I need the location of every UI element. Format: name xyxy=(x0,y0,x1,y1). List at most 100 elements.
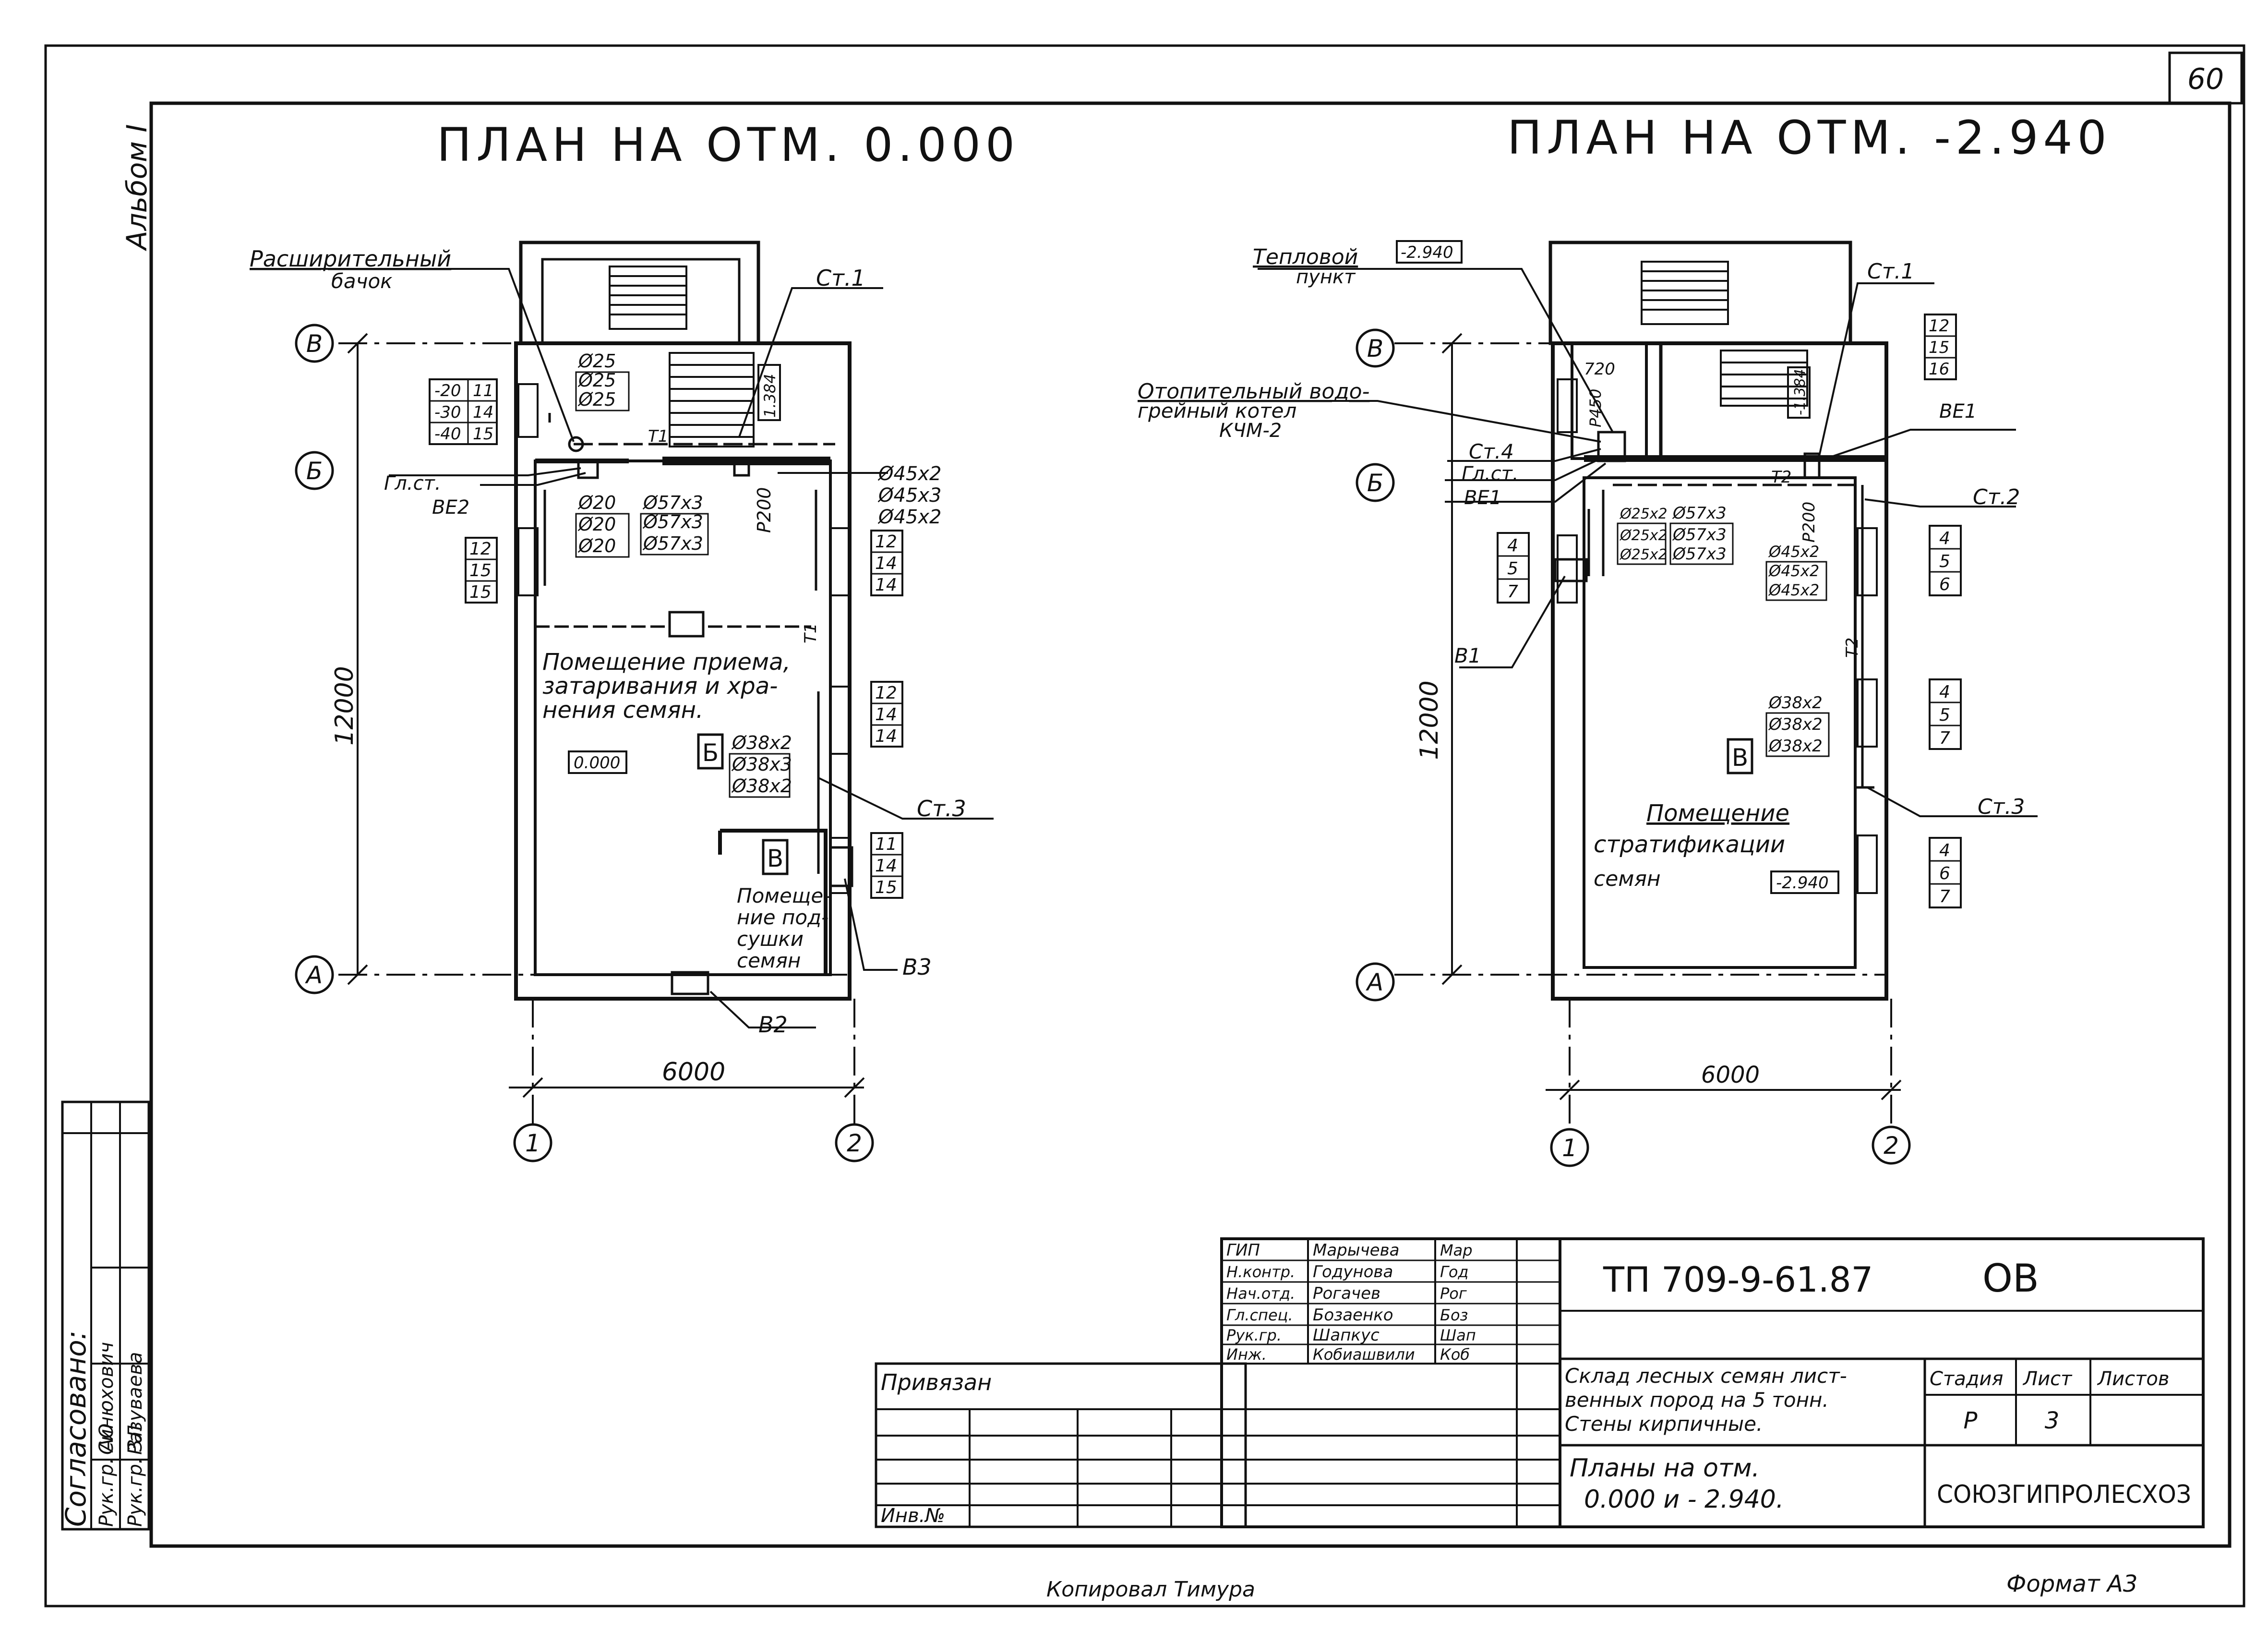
approval-title: Согласовано: xyxy=(60,1330,92,1527)
tb-role-2: Нач.отд. xyxy=(1226,1284,1295,1303)
r-r200: Р200 xyxy=(1800,502,1819,543)
approval-role-1: Рук.гр. АО xyxy=(96,1424,118,1527)
r-window-tag-top: 12 15 16 xyxy=(1924,314,1957,380)
r-stairs-lower xyxy=(1720,350,1808,407)
r-stair-room xyxy=(1659,341,1888,460)
r-window-tag-l: 4 5 7 xyxy=(1497,532,1530,604)
r-ve1-icon xyxy=(1803,452,1821,479)
left-window-tag-tl: -20 11 -30 14 -40 15 xyxy=(429,378,498,445)
r-window-tag-r1: 4 5 6 xyxy=(1929,525,1962,596)
left-cat-b-box-2 xyxy=(762,839,789,875)
svg-text:Ø20: Ø20 xyxy=(577,535,616,556)
left-tank-label-1: Расширительный xyxy=(250,246,451,272)
svg-text:5: 5 xyxy=(1939,705,1950,725)
svg-text:Ø25: Ø25 xyxy=(577,389,616,410)
r-axis-1: 1 xyxy=(1562,1134,1577,1162)
svg-text:Ø57x3: Ø57x3 xyxy=(1672,504,1727,523)
svg-text:12: 12 xyxy=(875,683,897,703)
tb-col-stage: Стадия xyxy=(1930,1368,2003,1390)
riser-1-icon xyxy=(733,459,750,477)
r-pipe-t2-b: Т2 xyxy=(1843,638,1862,658)
format-label: Формат А3 xyxy=(2006,1571,2137,1597)
svg-text:Ø38x2: Ø38x2 xyxy=(731,775,792,797)
svg-text:Ø57x3: Ø57x3 xyxy=(642,492,703,513)
svg-text:Ø25: Ø25 xyxy=(577,351,616,372)
approval-block: Согласовано: Рук.гр. АО Рук.гр. ЗЛ Синюх… xyxy=(60,1100,150,1531)
r-axis-bubbles xyxy=(1356,328,1911,1167)
r-pipes xyxy=(1587,484,1874,789)
r-pipe-group-c: Ø45x2 Ø45x2 Ø45x2 xyxy=(1765,543,1827,601)
tb-organization: СОЮЗГИПРОЛЕСХОЗ xyxy=(1937,1480,2191,1509)
left-window-tag-br: 11 14 15 xyxy=(870,832,903,899)
left-vent-v2: В2 xyxy=(758,1012,788,1038)
svg-text:15: 15 xyxy=(469,582,492,602)
svg-text:Ø57x3: Ø57x3 xyxy=(642,511,703,532)
left-pipe-t1-a: Т1 xyxy=(648,427,668,446)
left-pipes xyxy=(535,413,835,874)
svg-text:14: 14 xyxy=(875,856,897,876)
svg-text:Ø38x2: Ø38x2 xyxy=(731,732,792,753)
r-room-3: семян xyxy=(1594,867,1661,891)
left-pipe-group-lower-right: Ø57x3 Ø57x3 Ø57x3 xyxy=(640,492,709,556)
tb-sheet: 3 xyxy=(2045,1407,2060,1434)
r-axis-2: 2 xyxy=(1884,1132,1899,1160)
svg-text:Ø38x2: Ø38x2 xyxy=(1768,737,1823,756)
left-axes xyxy=(338,333,865,1126)
tb-code: ТП 709-9-61.87 xyxy=(1603,1259,1873,1300)
approval-role-2: Рук.гр. ЗЛ xyxy=(124,1425,146,1527)
tb-binding-label: Привязан xyxy=(881,1369,992,1395)
left-vent-v3: В3 xyxy=(902,954,932,980)
r-heat-point-1: Тепловой xyxy=(1253,245,1358,269)
r-v1: В1 xyxy=(1454,644,1481,667)
r-pipe-t2-a: Т2 xyxy=(1771,468,1791,487)
svg-text:Ø25: Ø25 xyxy=(577,370,616,391)
svg-text:12: 12 xyxy=(469,539,492,559)
svg-text:15: 15 xyxy=(1929,338,1949,357)
svg-text:15: 15 xyxy=(469,561,492,580)
svg-text:Ø45x2: Ø45x2 xyxy=(877,463,942,485)
tb-role-3: Гл.спец. xyxy=(1226,1306,1293,1324)
plan-right-title: ПЛАН НА ОТМ. -2.940 xyxy=(1507,111,2112,165)
left-level-stair-box xyxy=(757,364,781,421)
r-cat-b: В xyxy=(1732,744,1748,772)
svg-text:Ø20: Ø20 xyxy=(577,514,616,535)
svg-text:12: 12 xyxy=(875,532,897,552)
r-window-tag-r3: 4 6 7 xyxy=(1929,837,1962,908)
page-number: 60 xyxy=(2187,62,2224,96)
left-pipe-group-right: Ø45x2 Ø45x3 Ø45x2 xyxy=(877,463,942,528)
svg-text:4: 4 xyxy=(1939,682,1950,702)
left-dim-height: 12000 xyxy=(330,666,359,745)
tb-name-0: Марычева xyxy=(1313,1241,1399,1260)
left-pipe-t1-b: Т1 xyxy=(801,623,820,643)
left-dim-width: 6000 xyxy=(662,1058,725,1087)
left-room-main-3: нения семян. xyxy=(542,697,703,724)
title-block: Привязан Инв.№ ГИП Марычева Мар Н.контр.… xyxy=(875,1237,2205,1528)
svg-text:7: 7 xyxy=(1939,728,1950,748)
r-annex-outer xyxy=(1548,241,1852,345)
tb-col-sheets: Листов xyxy=(2097,1368,2169,1390)
left-axis-a: А xyxy=(305,961,323,989)
left-level-stair: 1.384 xyxy=(761,374,779,418)
svg-text:4: 4 xyxy=(1939,841,1950,860)
svg-text:15: 15 xyxy=(473,424,493,444)
left-level-floor-box xyxy=(568,750,627,774)
svg-text:5: 5 xyxy=(1939,552,1950,571)
svg-text:14: 14 xyxy=(875,575,897,595)
inner-frame xyxy=(149,101,2232,1548)
r-boiler-2: грейный котел xyxy=(1138,399,1296,423)
tb-sign-4: Шап xyxy=(1440,1326,1476,1344)
svg-text:11: 11 xyxy=(875,834,897,854)
left-tank-label-2: бачок xyxy=(331,269,393,293)
svg-text:Ø45x2: Ø45x2 xyxy=(877,506,942,528)
r-cat-b-box xyxy=(1727,738,1753,774)
svg-text:Ø57x3: Ø57x3 xyxy=(1672,544,1727,564)
tb-role-4: Рук.гр. xyxy=(1226,1326,1282,1344)
left-leaders xyxy=(254,268,994,1028)
left-main-riser: Гл.ст. xyxy=(384,472,441,495)
r-boiler-icon xyxy=(1597,431,1626,462)
r-main-riser: Гл.ст. xyxy=(1462,463,1519,485)
tb-sign-5: Коб xyxy=(1440,1345,1470,1364)
album-label: Альбом I xyxy=(120,124,153,252)
left-cat-b-2: В xyxy=(767,845,783,872)
